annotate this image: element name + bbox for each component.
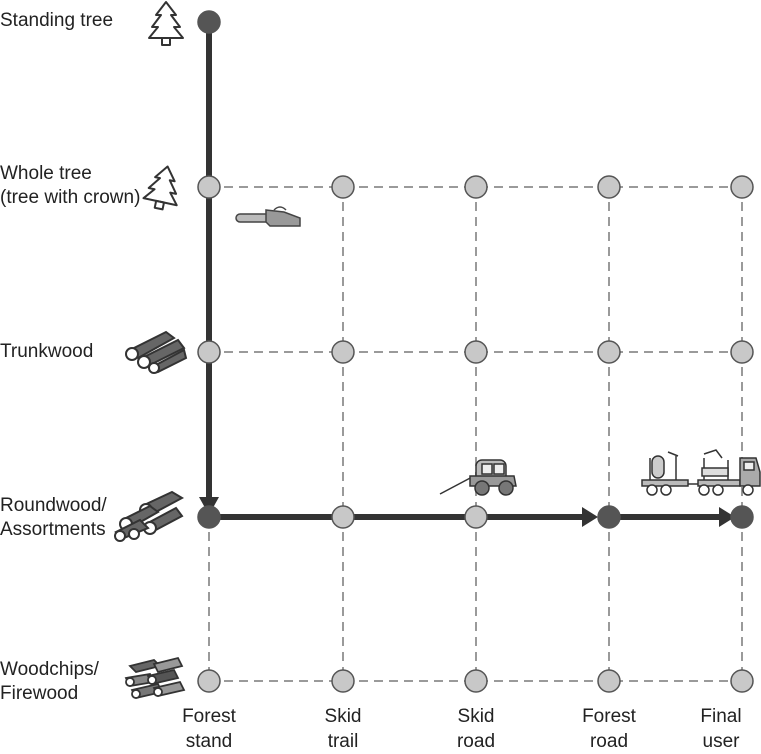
felled-tree-icon [142, 165, 178, 211]
col-label-skid-road: Skid road [456, 706, 496, 752]
node-trunkwood-skid-road [464, 340, 488, 364]
col-label-skid-trail: Skid trail [324, 706, 362, 752]
col-label-forest-road: Forest road [582, 706, 636, 752]
process-path [199, 22, 735, 527]
row-label-trunkwood: Trunkwood [0, 341, 94, 362]
grid-nodes [197, 10, 754, 693]
node-whole-tree-skid-road [464, 175, 488, 199]
node-roundwood-final-user [730, 505, 754, 529]
chainsaw-icon [235, 206, 301, 227]
skidder-tractor-icon [439, 459, 517, 496]
dashed-grid [208, 186, 743, 682]
row-label-roundwood: Roundwood/ Assortments [0, 495, 107, 540]
node-whole-tree-skid-trail [331, 175, 355, 199]
node-roundwood-forest-stand [197, 505, 221, 529]
node-standing-tree-forest-stand [197, 10, 221, 34]
col-label-final-user: Final user [700, 706, 742, 752]
row-label-standing-tree: Standing tree [0, 10, 114, 31]
node-roundwood-skid-trail [331, 505, 355, 529]
node-trunkwood-skid-trail [331, 340, 355, 364]
node-roundwood-forest-road [597, 505, 621, 529]
node-whole-tree-forest-road [597, 175, 621, 199]
node-trunkwood-forest-stand [197, 340, 221, 364]
node-woodchips-skid-road [464, 669, 488, 693]
node-trunkwood-forest-road [597, 340, 621, 364]
timber-truck-icon [641, 449, 761, 496]
firewood-pile-icon [124, 656, 186, 700]
node-trunkwood-final-user [730, 340, 754, 364]
node-woodchips-skid-trail [331, 669, 355, 693]
node-woodchips-final-user [730, 669, 754, 693]
row-label-whole-tree: Whole tree (tree with crown) [0, 163, 141, 208]
node-woodchips-forest-road [597, 669, 621, 693]
node-roundwood-skid-road [464, 505, 488, 529]
col-label-forest-stand: Forest stand [182, 706, 236, 752]
node-whole-tree-forest-stand [197, 175, 221, 199]
arrowhead-forest-road [582, 507, 598, 527]
node-whole-tree-final-user [730, 175, 754, 199]
row-label-woodchips: Woodchips/ Firewood [0, 659, 99, 704]
node-woodchips-forest-stand [197, 669, 221, 693]
log-pile-icon [125, 330, 188, 374]
arrowhead-final-user [719, 507, 735, 527]
conifer-tree-icon [148, 1, 184, 46]
cut-logs-icon [114, 490, 185, 542]
